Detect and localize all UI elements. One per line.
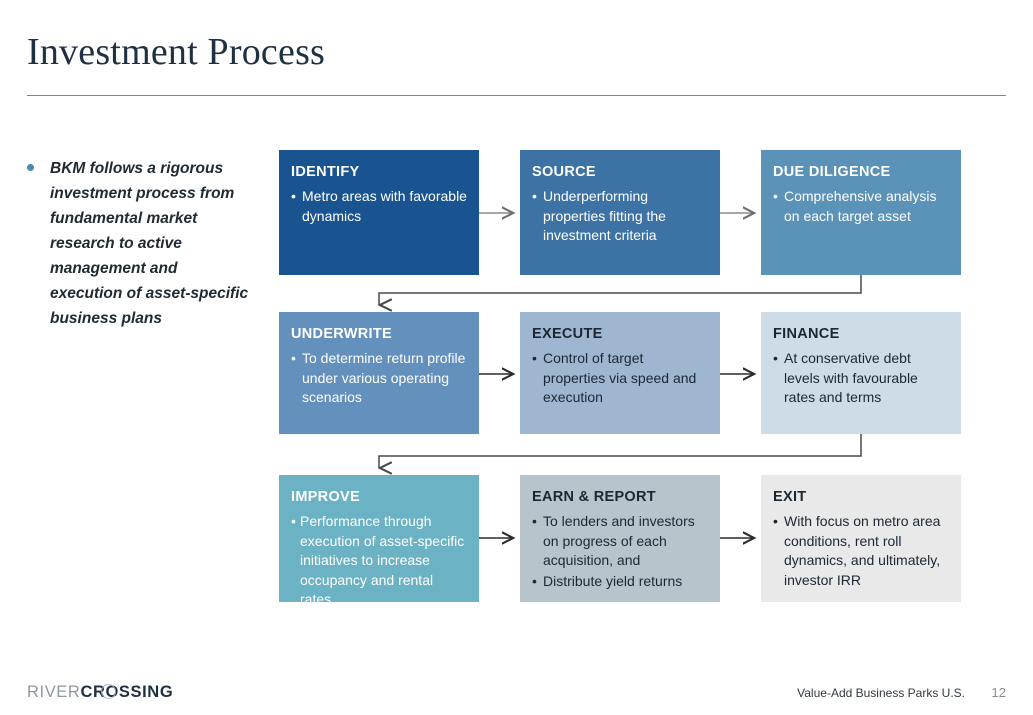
flow-step-items: Control of target properties via speed a… (532, 349, 708, 408)
page-number: 12 (991, 685, 1006, 700)
list-item: To determine return profile under variou… (291, 349, 467, 408)
flow-step-finance[interactable]: FINANCE At conservative debt levels with… (761, 312, 961, 434)
flow-step-items: Comprehensive analysis on each target as… (773, 187, 949, 226)
intro-bullet-block: BKM follows a rigorous investment proces… (27, 156, 252, 331)
flow-step-items: Metro areas with favorable dynamics (291, 187, 467, 226)
flow-step-execute[interactable]: EXECUTE Control of target properties via… (520, 312, 720, 434)
logo-text-river: RIVER (27, 683, 81, 701)
list-item: Distribute yield returns (532, 572, 708, 592)
flow-step-title: DUE DILIGENCE (773, 164, 891, 180)
flow-step-title: FINANCE (773, 326, 840, 342)
flow-step-items: With focus on metro area conditions, ren… (773, 512, 949, 590)
list-item: Comprehensive analysis on each target as… (773, 187, 949, 226)
investment-process-flow: IDENTIFY Metro areas with favorable dyna… (279, 150, 961, 607)
flow-step-title: UNDERWRITE (291, 326, 393, 342)
list-item: At conservative debt levels with favoura… (773, 349, 949, 408)
flow-step-title: EARN & REPORT (532, 489, 656, 505)
flow-step-items: To lenders and investors on progress of … (532, 512, 708, 591)
footer-label: Value-Add Business Parks U.S. (797, 686, 965, 700)
flow-step-identify[interactable]: IDENTIFY Metro areas with favorable dyna… (279, 150, 479, 275)
list-item: Control of target properties via speed a… (532, 349, 708, 408)
flow-step-title: EXECUTE (532, 326, 603, 342)
flow-step-items: To determine return profile under variou… (291, 349, 467, 408)
list-item: BKM follows a rigorous investment proces… (27, 156, 252, 331)
flow-step-exit[interactable]: EXIT With focus on metro area conditions… (761, 475, 961, 602)
flow-step-source[interactable]: SOURCE Underperforming properties fittin… (520, 150, 720, 275)
flow-step-items: Performance through execution of asset-s… (291, 512, 467, 610)
intro-bullet-text: BKM follows a rigorous investment proces… (50, 160, 249, 327)
logo-circle-icon (101, 684, 116, 699)
flow-step-title: SOURCE (532, 164, 596, 180)
flow-step-items: Underperforming properties fitting the i… (532, 187, 708, 246)
flow-step-title: IDENTIFY (291, 164, 360, 180)
list-item: Metro areas with favorable dynamics (291, 187, 467, 226)
list-item: Performance through execution of asset-s… (291, 512, 467, 610)
logo-text-crossing: CROSSING (80, 683, 174, 701)
title-divider (27, 95, 1006, 96)
flow-step-earn-report[interactable]: EARN & REPORT To lenders and investors o… (520, 475, 720, 602)
list-item: To lenders and investors on progress of … (532, 512, 708, 571)
bullet-dot-icon (27, 164, 34, 171)
flow-step-title: EXIT (773, 489, 807, 505)
flow-step-items: At conservative debt levels with favoura… (773, 349, 949, 408)
flow-step-improve[interactable]: IMPROVE Performance through execution of… (279, 475, 479, 607)
list-item: With focus on metro area conditions, ren… (773, 512, 949, 590)
flow-step-title: IMPROVE (291, 489, 360, 505)
flow-step-due-diligence[interactable]: DUE DILIGENCE Comprehensive analysis on … (761, 150, 961, 275)
list-item: Underperforming properties fitting the i… (532, 187, 708, 246)
page-title: Investment Process (27, 31, 326, 73)
flow-step-underwrite[interactable]: UNDERWRITE To determine return profile u… (279, 312, 479, 434)
